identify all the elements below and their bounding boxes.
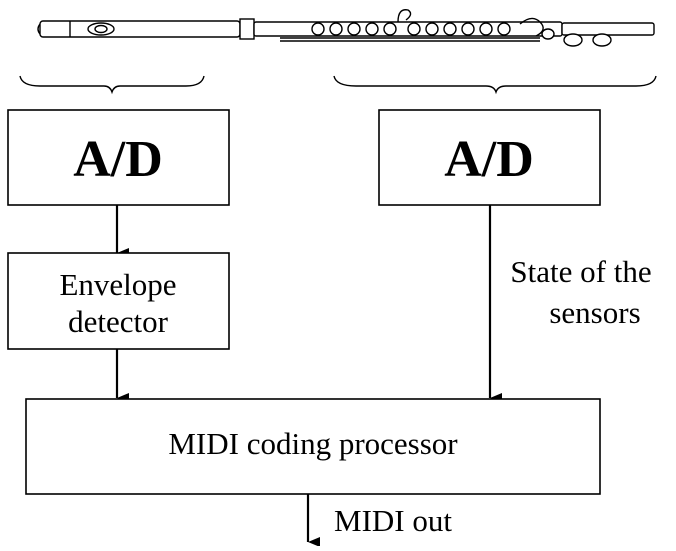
- midi-processor-label: MIDI coding processor: [168, 426, 458, 461]
- adc-left-label: A/D: [73, 131, 163, 188]
- envelope-detector-line1: Envelope: [59, 267, 176, 302]
- midi-processor-box: MIDI coding processor: [25, 398, 601, 495]
- sensor-state-line1: State of the: [510, 254, 651, 289]
- midi-out-label: MIDI out: [334, 503, 452, 538]
- right-brace: [333, 75, 657, 95]
- flute-icon: [37, 9, 655, 47]
- adc-right-box: A/D: [378, 109, 601, 206]
- adc-left-box: A/D: [7, 109, 230, 206]
- envelope-detector-box: Envelope detector: [7, 252, 230, 350]
- envelope-detector-line2: detector: [68, 304, 169, 339]
- sensor-state-line2: sensors: [549, 295, 640, 330]
- adc-right-label: A/D: [444, 131, 534, 188]
- left-brace: [19, 75, 205, 95]
